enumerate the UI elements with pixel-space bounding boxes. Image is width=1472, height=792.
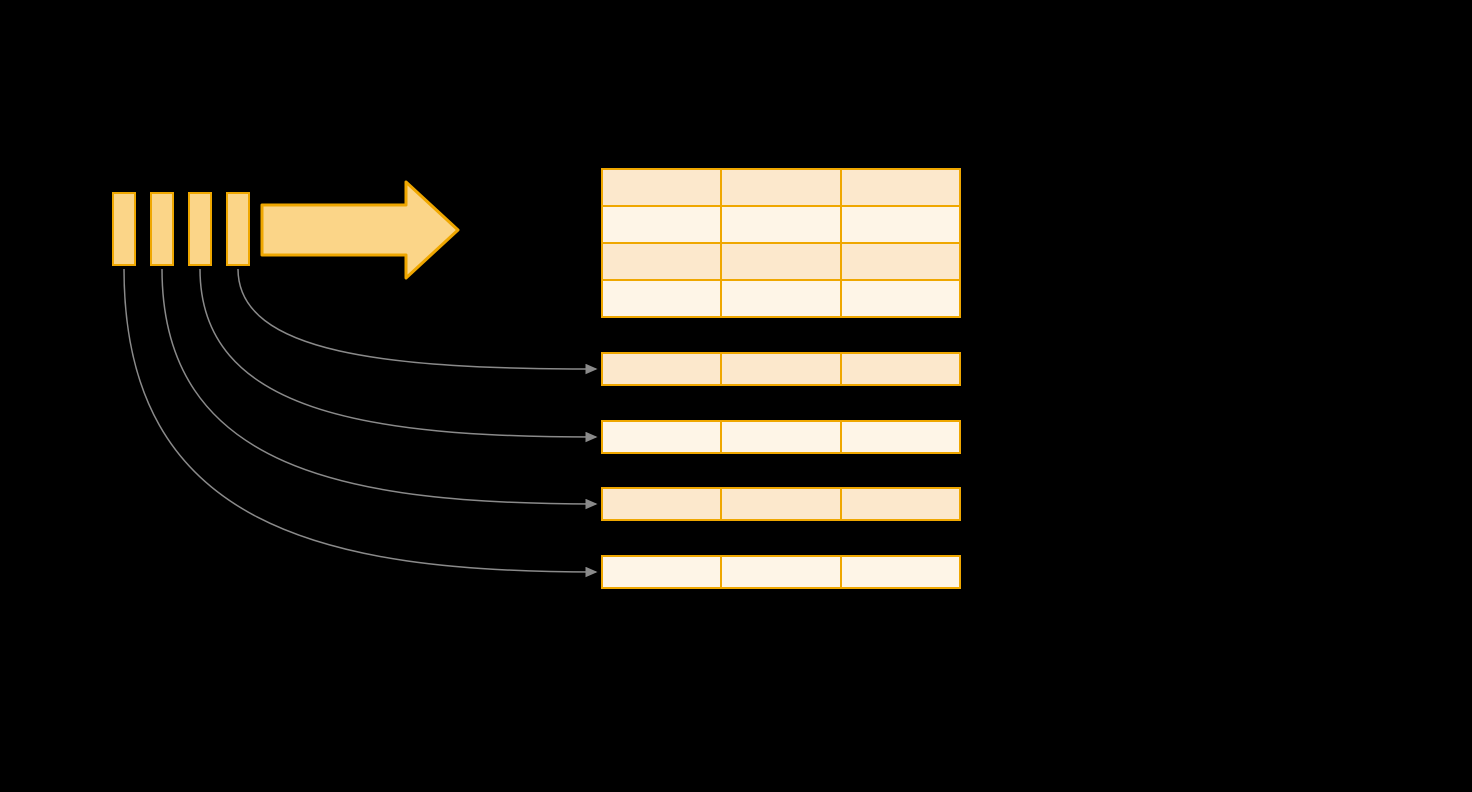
connector-arrow-2 [161, 268, 598, 510]
row-table-4-cell-r1-c2 [721, 556, 841, 588]
main-table-cell-r3-c3 [840, 243, 960, 280]
row-table-2-cell-r1-c1 [602, 421, 722, 453]
row-table-1-cell-r1-c3 [840, 353, 960, 385]
buffer-bar-3 [188, 192, 212, 266]
row-table-2-cell-r1-c3 [840, 421, 960, 453]
main-table-cell-r3-c1 [602, 243, 722, 280]
main-table-cell-r2-c2 [721, 206, 841, 243]
row-table-2 [601, 420, 961, 454]
row-table-3-cell-r1-c1 [602, 488, 722, 520]
row-table-4-cell-r1-c3 [840, 556, 960, 588]
connector-arrow-1 [123, 268, 598, 578]
main-table-cell-r1-c3 [840, 169, 960, 206]
main-table-cell-r1-c2 [721, 169, 841, 206]
row-table-3-cell-r1-c2 [721, 488, 841, 520]
main-table-cell-r4-c2 [721, 280, 841, 317]
main-table-cell-r3-c2 [721, 243, 841, 280]
buffer-bar-2 [150, 192, 174, 266]
main-table-cell-r2-c1 [602, 206, 722, 243]
row-table-3 [601, 487, 961, 521]
row-table-1-cell-r1-c1 [602, 353, 722, 385]
main-table-cell-r2-c3 [840, 206, 960, 243]
row-table-3-cell-r1-c3 [840, 488, 960, 520]
flow-arrow-icon [260, 180, 460, 280]
row-table-1 [601, 352, 961, 386]
main-table-cell-r4-c1 [602, 280, 722, 317]
connector-arrow-3 [199, 268, 598, 443]
connector-arrow-4 [237, 268, 598, 375]
main-table-cell-r4-c3 [840, 280, 960, 317]
main-table-cell-r1-c1 [602, 169, 722, 206]
buffer-bar-1 [112, 192, 136, 266]
row-table-4 [601, 555, 961, 589]
row-table-2-cell-r1-c2 [721, 421, 841, 453]
row-table-4-cell-r1-c1 [602, 556, 722, 588]
row-table-1-cell-r1-c2 [721, 353, 841, 385]
buffer-bar-4 [226, 192, 250, 266]
main-table [601, 168, 961, 318]
